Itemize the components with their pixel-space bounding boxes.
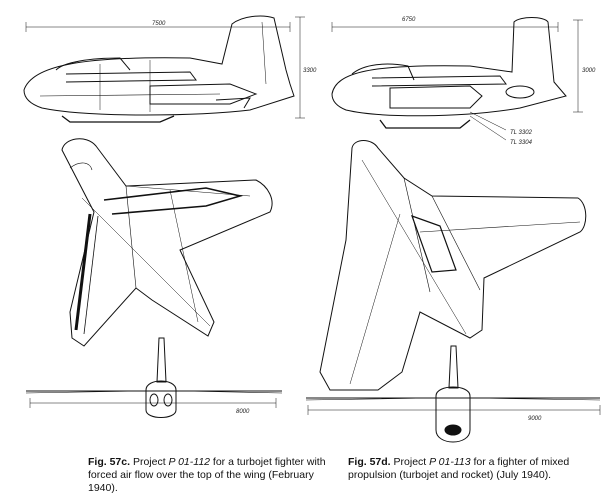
left-project: P 01-112 — [168, 456, 210, 468]
left-dim-length: 7500 — [152, 21, 166, 27]
right-caption: Fig. 57d. Project P 01-113 for a fighter… — [348, 456, 612, 482]
right-project: P 01-113 — [429, 456, 471, 468]
left-dim-span: 8000 — [236, 409, 250, 415]
left-caption-post: for a turbojet fighter with forced air f… — [88, 456, 326, 494]
left-front-view — [25, 337, 283, 418]
right-dim-length: 6750 — [402, 17, 416, 23]
right-side-view — [331, 17, 583, 141]
right-front-view — [305, 345, 601, 443]
left-top-view — [61, 138, 273, 347]
left-caption-pre: Project — [132, 456, 169, 468]
left-dim-height: 3300 — [303, 68, 317, 74]
right-caption-post: for a fighter of mixed propulsion (turbo… — [348, 456, 570, 481]
right-dim-height: 3000 — [582, 68, 596, 74]
right-caption-pre: Project — [393, 456, 430, 468]
right-tank-label-2: TL 3304 — [510, 140, 533, 146]
right-top-view — [319, 140, 587, 391]
left-caption: Fig. 57c. Project P 01-112 for a turboje… — [88, 456, 330, 495]
right-fig-label: Fig. 57d. — [348, 456, 391, 468]
left-side-view — [23, 15, 305, 123]
right-tank-label-1: TL 3302 — [510, 130, 533, 136]
left-fig-label: Fig. 57c. — [88, 456, 131, 468]
right-dim-span: 9000 — [528, 416, 542, 422]
